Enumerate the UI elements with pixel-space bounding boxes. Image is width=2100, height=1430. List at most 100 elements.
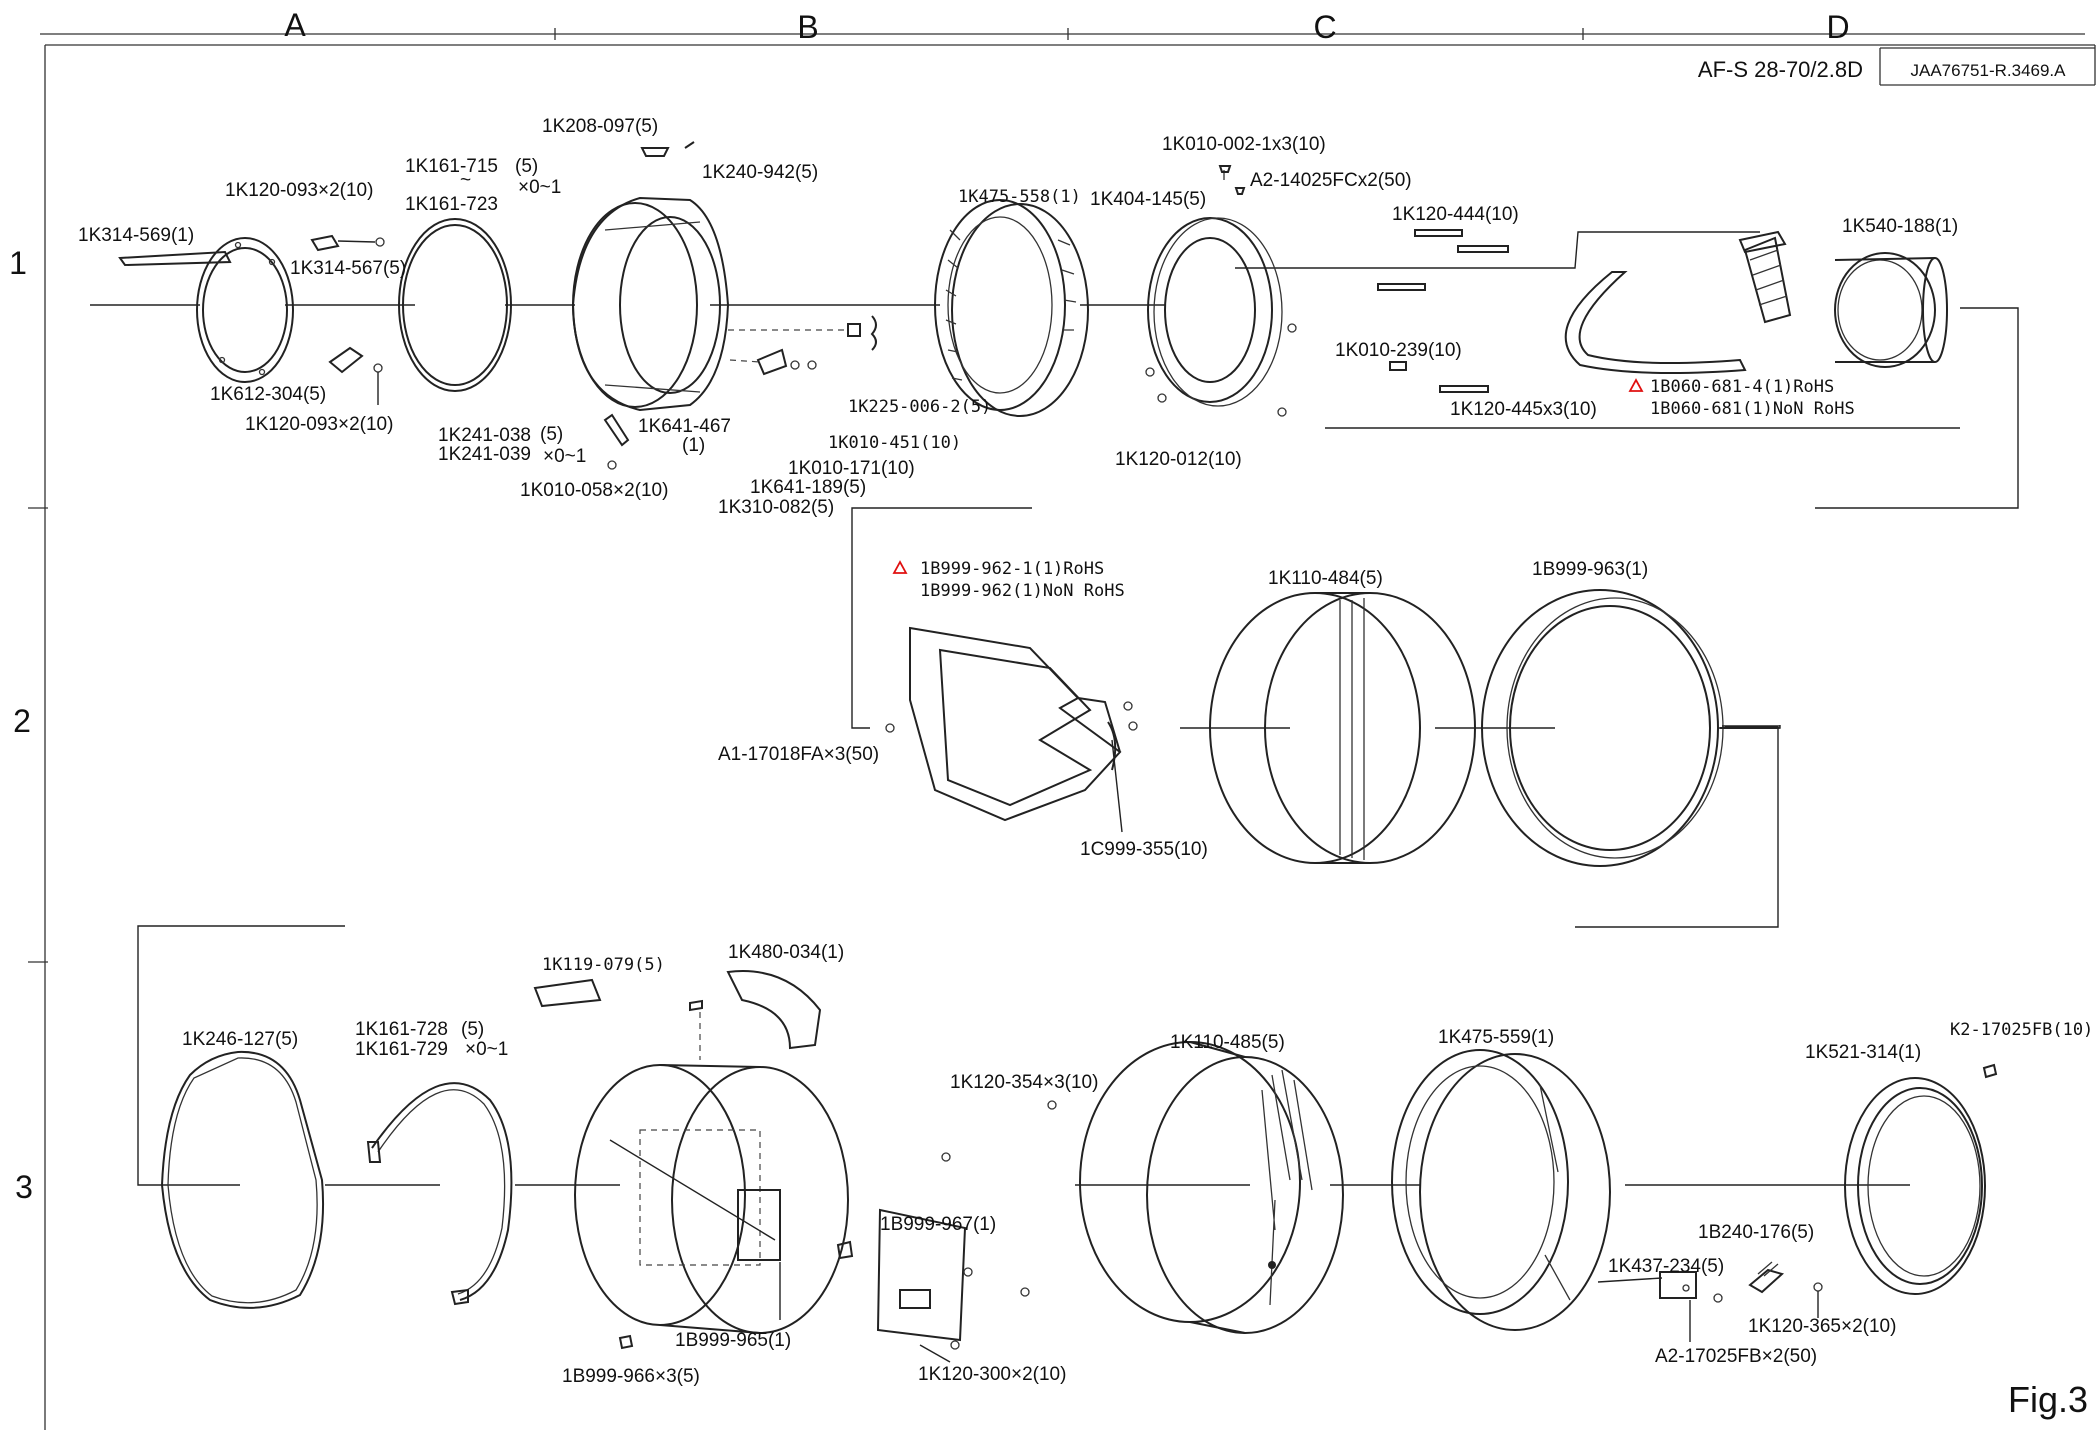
label-1k612-304: 1K612-304(5) (210, 384, 326, 405)
label-k2-17025: K2-17025FB(10) (1950, 1020, 2093, 1040)
label-1b999-963: 1B999-963(1) (1532, 559, 1648, 580)
label-1k480-034: 1K480-034(1) (728, 942, 844, 963)
row2-connector (1575, 727, 1779, 928)
label-1k161-715: 1K161-715 (405, 156, 498, 177)
label-1k246-127: 1K246-127(5) (182, 1029, 298, 1050)
label-1k240-942: 1K240-942(5) (702, 162, 818, 183)
label-1k120-444: 1K120-444(10) (1392, 204, 1519, 225)
rohs-marker-flex (1628, 378, 1644, 392)
label-1k120-354: 1K120-354×3(10) (950, 1072, 1098, 1093)
column-label-a: A (284, 7, 306, 43)
label-1k010-239: 1K010-239(10) (1335, 340, 1462, 361)
label-1b999-967: 1B999-967(1) (880, 1214, 996, 1235)
part-1b999-962-hood (885, 626, 1138, 833)
label-1k161-tilde: ~ (460, 170, 471, 191)
label-1k010-451: 1K010-451(10) (828, 433, 961, 453)
row3-connector (137, 925, 345, 1186)
part-1k246-127-seal (160, 1050, 325, 1309)
label-1k119-079: 1K119-079(5) (542, 955, 665, 975)
label-a2-17025: A2-17025FB×2(50) (1655, 1346, 1817, 1367)
document-reference: JAA76751-R.3469.A (1911, 61, 2067, 80)
label-1k241-range: ×0~1 (543, 446, 586, 467)
part-1k540-188-ring (1834, 252, 1948, 368)
label-1k010-058: 1K010-058×2(10) (520, 480, 668, 501)
label-1k010-171: 1K010-171(10) (788, 458, 915, 479)
label-1c999-355: 1C999-355(10) (1080, 839, 1208, 860)
label-1k314-569: 1K314-569(1) (78, 225, 194, 246)
label-1k641-189: 1K641-189(5) (750, 477, 866, 498)
rohs-marker-hood (892, 560, 908, 574)
label-1k120-012: 1K120-012(10) (1115, 449, 1242, 470)
label-1k540-188: 1K540-188(1) (1842, 216, 1958, 237)
part-1k314-567-clip (310, 234, 385, 252)
label-1k404-145: 1K404-145(5) (1090, 189, 1206, 210)
label-1k437-234: 1K437-234(5) (1608, 1256, 1724, 1277)
label-1k161-728-qty: (5) (461, 1019, 484, 1040)
label-1k475-558: 1K475-558(1) (958, 187, 1081, 207)
part-1b060-681-flex (1564, 230, 1792, 375)
part-main-body-cam (533, 970, 1057, 1350)
label-1k120-093-bottom: 1K120-093×2(10) (245, 414, 393, 435)
row2-labels: 1B999-962-1(1)RoHS 1B999-962(1)NoN RoHS … (718, 559, 1648, 860)
label-1k010-002: 1K010-002-1x3(10) (1162, 134, 1326, 155)
part-1k404-145-mount (1145, 165, 1297, 417)
label-1k475-559: 1K475-559(1) (1438, 1027, 1554, 1048)
part-1k110-484-ring (1180, 592, 1555, 864)
row1-axis (90, 231, 2019, 729)
page-title: AF-S 28-70/2.8D (1698, 57, 1863, 82)
label-1k161-723: 1K161-723 (405, 194, 498, 215)
part-1k161-728-clip (366, 1082, 513, 1306)
column-label-d: D (1826, 9, 1849, 45)
label-1k161-728-range: ×0~1 (465, 1039, 508, 1060)
label-1k241-qty: (5) (540, 424, 563, 445)
part-1k475-558-ring (934, 199, 1089, 417)
part-1k110-485-ring (1079, 1041, 1344, 1334)
label-a1-17018: A1-17018FA×3(50) (718, 744, 879, 765)
label-1k521-314: 1K521-314(1) (1805, 1042, 1921, 1063)
label-1k641-467: 1K641-467 (638, 416, 731, 437)
part-main-barrel (572, 141, 730, 470)
part-1k475-559-ring (1391, 1049, 1611, 1331)
label-1k225-006: 1K225-006-2(5) (848, 397, 991, 417)
label-1k161-729: 1K161-729 (355, 1039, 448, 1060)
label-1k161-range: ×0~1 (518, 177, 561, 198)
part-1k161-715-ring (398, 218, 512, 392)
label-1b999-966: 1B999-966×3(5) (562, 1366, 700, 1387)
label-a2-14025: A2-14025FCx2(50) (1250, 170, 1412, 191)
label-1k241-039: 1K241-039 (438, 444, 531, 465)
label-1k120-365: 1K120-365×2(10) (1748, 1316, 1896, 1337)
part-screws-1k120-444 (1377, 229, 1509, 393)
label-1k310-082: 1K310-082(5) (718, 497, 834, 518)
row-label-1: 1 (9, 245, 27, 281)
label-1k120-300: 1K120-300×2(10) (918, 1364, 1066, 1385)
label-1k241-038: 1K241-038 (438, 425, 531, 446)
row1-labels: 1K314-569(1) 1K120-093×2(10) 1K314-567(5… (78, 116, 1958, 518)
column-label-b: B (797, 9, 818, 45)
label-1k208-097: 1K208-097(5) (542, 116, 658, 137)
label-1k110-485: 1K110-485(5) (1170, 1032, 1285, 1053)
label-1k120-445: 1K120-445x3(10) (1450, 399, 1597, 420)
label-1k314-567: 1K314-567(5) (290, 258, 406, 279)
label-1k161-728: 1K161-728 (355, 1019, 448, 1040)
figure-number: Fig.3 (2008, 1379, 2088, 1420)
part-pin-screws (728, 315, 877, 376)
row3-labels: 1K246-127(5) 1K161-728 1K161-729 (5) ×0~… (182, 942, 2093, 1387)
label-1b999-962: 1B999-962(1)NoN RoHS (920, 581, 1125, 601)
part-1k612-304-bracket (328, 346, 383, 405)
grid-frame (28, 28, 2096, 1430)
row-label-3: 3 (15, 1169, 33, 1205)
label-1b999-962-1: 1B999-962-1(1)RoHS (920, 559, 1104, 579)
part-1k437-234-switch (1597, 1261, 1823, 1303)
part-1k521-314-ring (1844, 1063, 1998, 1295)
label-1k110-484: 1K110-484(5) (1268, 568, 1383, 589)
label-1k641-467-qty: (1) (682, 435, 705, 456)
label-1k161-qty: (5) (515, 156, 538, 177)
row-label-2: 2 (13, 703, 31, 739)
column-label-c: C (1313, 9, 1336, 45)
label-1b060-681-4: 1B060-681-4(1)RoHS (1650, 377, 1834, 397)
label-1b999-965: 1B999-965(1) (675, 1330, 791, 1351)
label-1b240-176: 1B240-176(5) (1698, 1222, 1814, 1243)
row3-leaders (919, 1291, 1819, 1363)
part-1k314-569-ring (118, 237, 294, 383)
